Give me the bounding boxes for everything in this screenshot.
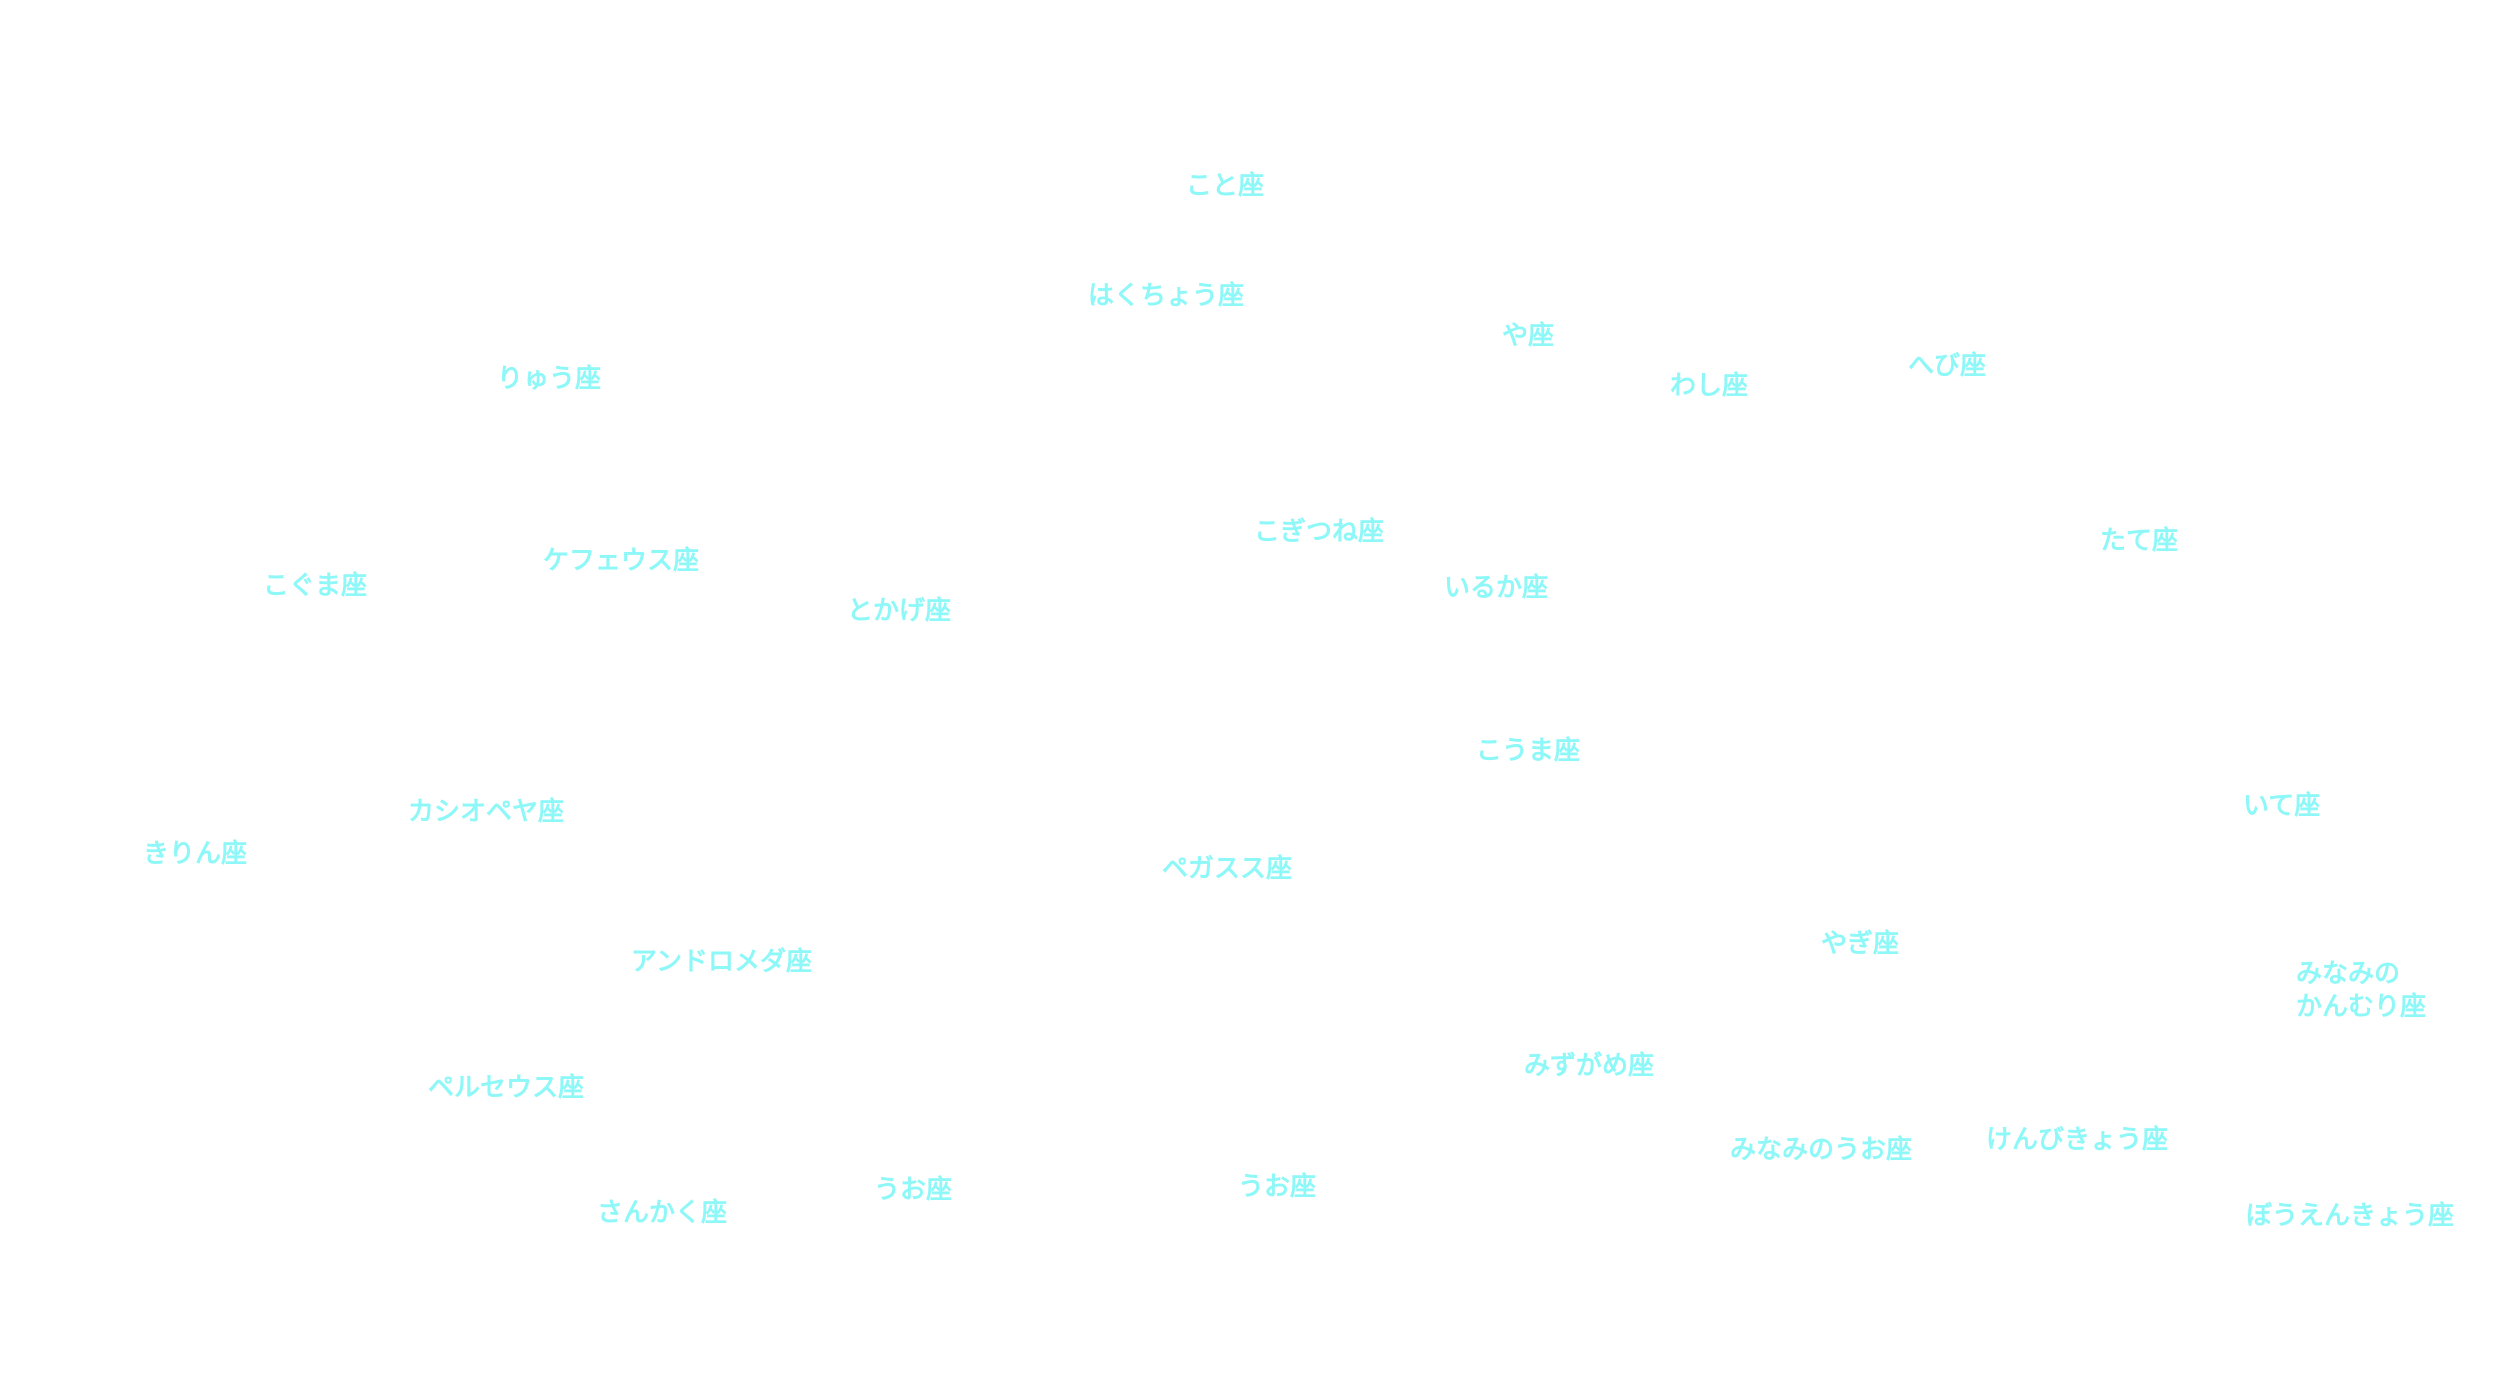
constellation-label-aquila: わし座 <box>1670 371 1749 401</box>
constellation-label-camelopardalis: きりん座 <box>143 839 248 869</box>
constellation-label-corona-australis: みなみの かんむり座 <box>2296 958 2426 1024</box>
constellation-label-capricornus: やぎ座 <box>1821 929 1900 959</box>
constellation-label-vulpecula: こぎつね座 <box>1254 517 1385 547</box>
constellation-label-sagittarius: いて座 <box>2243 791 2321 821</box>
constellation-label-lyra: こと座 <box>1186 171 1265 201</box>
constellation-label-sagitta: や座 <box>1502 321 1555 351</box>
constellation-label-pisces: うお座 <box>874 1175 953 1205</box>
constellation-label-line-2: かんむり座 <box>2296 992 2427 1022</box>
constellation-label-delphinus: いるか座 <box>1444 573 1549 603</box>
constellation-label-lacerta: とかげ座 <box>847 596 952 626</box>
constellation-label-cepheus: ケフェウス座 <box>543 546 700 576</box>
constellation-label-microscopium: けんびきょう座 <box>1986 1125 2169 1155</box>
constellation-label-cygnus: はくちょう座 <box>1088 281 1245 311</box>
constellation-label-equuleus: こうま座 <box>1476 736 1581 766</box>
constellation-label-pisces: うお座 <box>1238 1172 1317 1202</box>
constellation-label-cassiopeia: カシオペヤ座 <box>408 797 565 827</box>
constellation-label-andromeda: アンドロメダ座 <box>631 947 812 977</box>
constellation-label-pegasus: ペガスス座 <box>1162 854 1293 884</box>
constellation-label-perseus: ペルセウス座 <box>428 1073 585 1103</box>
constellation-label-telescopium: ぼうえんきょう座 <box>2246 1201 2455 1231</box>
constellation-label-triangulum: さんかく座 <box>597 1198 728 1228</box>
constellation-label-ursa-minor: こぐま座 <box>263 571 368 601</box>
constellation-label-line-1: みなみの <box>2296 959 2401 989</box>
constellation-label-draco: りゅう座 <box>497 364 602 394</box>
constellation-label-serpens: へび座 <box>1908 351 1987 381</box>
constellation-label-piscis-austrinus: みなみのうお座 <box>1730 1135 1913 1165</box>
constellation-label-aquarius: みずがめ座 <box>1524 1051 1655 1081</box>
constellation-label-scutum: たて座 <box>2100 526 2179 556</box>
